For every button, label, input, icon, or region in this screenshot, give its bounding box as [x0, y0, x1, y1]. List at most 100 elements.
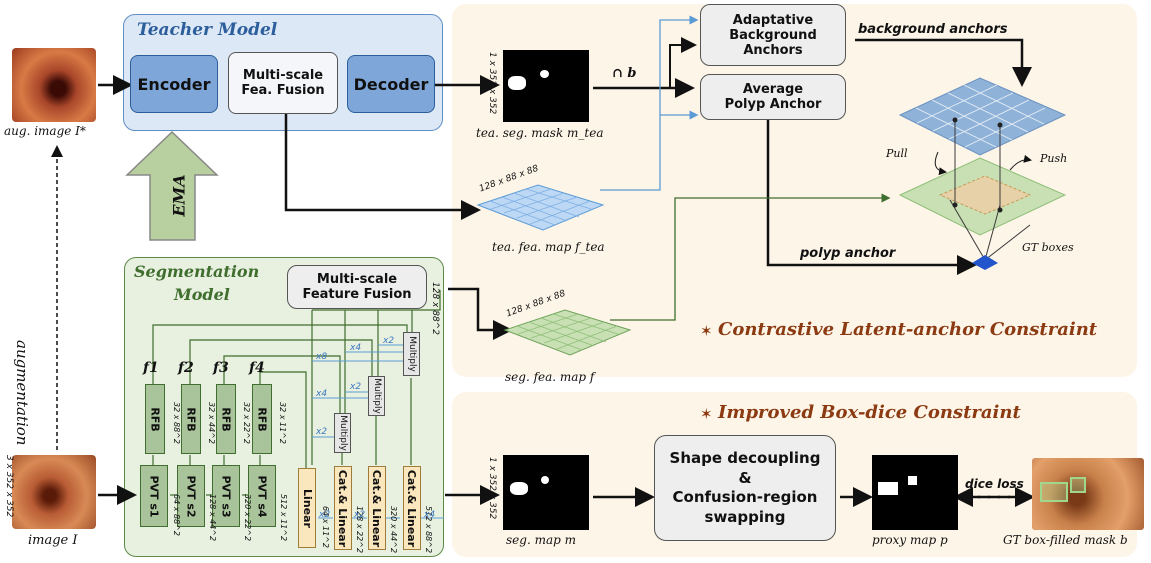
scale-label-5: x2 [350, 382, 362, 392]
rfb-dims-2: 32 x 44^2 [207, 402, 216, 444]
linear-label: Linear [300, 488, 314, 528]
boxdice-star-icon: ✶ [700, 405, 713, 423]
shape-line2: & [738, 468, 752, 487]
background-anchors-block: Adaptative Background Anchors [700, 4, 846, 66]
rfb-block-1: RFB [145, 384, 165, 454]
cat-linear-block-1: Cat.& Linear [334, 466, 352, 550]
boxdice-title: Improved Box-dice Constraint [718, 402, 1021, 423]
cat-linear-label-2: Cat.& Linear [370, 469, 384, 547]
teacher-feat-caption: tea. fea. map f_tea [492, 240, 605, 254]
proxy-box-small [908, 476, 917, 485]
multiply-block-1: Multiply [334, 413, 351, 453]
input-image [12, 455, 96, 529]
contrastive-title: Contrastive Latent-anchor Constraint [718, 319, 1098, 340]
rfb-block-2: RFB [181, 384, 201, 454]
pvt-dims-4: 512 x 11^2 [279, 494, 288, 542]
input-image-caption: image I [28, 533, 78, 548]
seg-map-dims: 1 x 352 x 352 [487, 457, 497, 520]
teacher-model-title: Teacher Model [137, 20, 278, 40]
multiply-label-3: Multiply [406, 336, 417, 372]
rfb-block-3: RFB [216, 384, 236, 454]
avg-polyp-anchor-block: Average Polyp Anchor [700, 74, 846, 120]
seg-map-blob-small [541, 476, 549, 484]
pvt-block-4: PVT s4 [248, 465, 276, 527]
multiply-block-2: Multiply [368, 376, 385, 416]
f4-label: f4 [249, 360, 265, 376]
pvt-block-1: PVT s1 [140, 465, 168, 527]
seg-feat-caption: seg. fea. map f [505, 370, 595, 384]
teacher-fusion-line2: Fea. Fusion [241, 83, 325, 98]
shape-line3: Confusion-region [672, 488, 818, 506]
proxy-map-caption: proxy map p [872, 533, 948, 547]
cat-linear-block-2: Cat.& Linear [368, 466, 386, 550]
f3-label: f3 [213, 360, 229, 376]
scale-label-9: x4 [424, 510, 436, 520]
shape-line4: swapping [704, 507, 786, 526]
f2-label: f2 [178, 360, 194, 376]
segmentation-model-title-1: Segmentation [134, 262, 260, 281]
pvt-dims-1: 64 x 88^2 [172, 494, 181, 536]
polyp-anchor-label: polyp anchor [800, 246, 896, 261]
multiply-label-2: Multiply [371, 378, 382, 414]
linear-block: Linear [298, 468, 316, 548]
seg-fusion-line2: Feature Fusion [302, 287, 412, 302]
teacher-mask-dims: 1 x 352 x 352 [487, 52, 497, 115]
latent-anchor-visual [898, 77, 1067, 270]
aug-image [12, 48, 96, 122]
augmentation-label: augmentation [13, 340, 31, 446]
pvt-label-4: PVT s4 [255, 474, 269, 518]
gt-box-1 [1040, 482, 1068, 502]
pvt-dims-2: 128 x 44^2 [208, 494, 217, 542]
contrastive-star-icon: ✶ [700, 322, 713, 340]
pvt-block-3: PVT s3 [212, 465, 240, 527]
ema-arrow [125, 130, 219, 241]
pvt-dims-3: 320 x 22^2 [243, 494, 252, 542]
bg-anchor-line3: Anchors [743, 42, 803, 58]
seg-feature-grid [503, 309, 632, 356]
scale-label-1: x8 [316, 352, 328, 362]
proxy-box-large [878, 482, 898, 495]
cap-symbol: ∩ b [612, 66, 637, 81]
seg-fusion-block: Multi-scale Feature Fusion [287, 265, 427, 309]
push-label: Push [1040, 152, 1068, 165]
pvt-label-1: PVT s1 [147, 474, 161, 518]
scale-label-7: x2 [319, 510, 331, 520]
cat-linear-label-1: Cat.& Linear [336, 469, 350, 547]
background-anchors-label: background anchors [858, 22, 1008, 37]
ema-label: EMA [169, 174, 189, 217]
teacher-fusion-block: Multi-scale Fea. Fusion [228, 52, 338, 114]
rfb-dims-4: 32 x 11^2 [278, 402, 287, 444]
teacher-mask-caption: tea. seg. mask m_tea [476, 126, 604, 140]
shape-line1: Shape decoupling [669, 449, 821, 467]
aug-image-caption: aug. image I* [4, 124, 86, 138]
mask-blob-small [540, 70, 549, 78]
pvt-label-2: PVT s2 [184, 474, 198, 518]
rfb-label-1: RFB [148, 406, 162, 432]
cat-linear-label-3: Cat.& Linear [405, 469, 419, 547]
rfb-label-3: RFB [219, 406, 233, 432]
seg-fusion-dims: 128 x 88^2 [430, 282, 440, 335]
multiply-label-1: Multiply [337, 415, 348, 451]
encoder-block: Encoder [130, 55, 218, 113]
gt-box-caption: GT box-filled mask b [1003, 533, 1128, 547]
shape-decoupling-block: Shape decoupling & Confusion-region swap… [654, 435, 836, 541]
bg-anchor-line1: Adaptative [732, 12, 814, 28]
segmentation-model-title-2: Model [174, 285, 230, 304]
seg-map-caption: seg. map m [506, 533, 576, 547]
pull-label: Pull [886, 147, 908, 160]
cat-linear-block-3: Cat.& Linear [403, 466, 421, 550]
scale-label-3: x2 [316, 427, 328, 437]
scale-label-4: x4 [350, 343, 362, 353]
gt-box-2 [1070, 477, 1086, 493]
multiply-block-3: Multiply [403, 332, 420, 376]
scale-label-8: x2 [354, 510, 366, 520]
f1-label: f1 [143, 360, 159, 376]
rfb-dims-1: 32 x 88^2 [172, 402, 181, 444]
avg-anchor-line2: Polyp Anchor [724, 97, 822, 112]
dice-loss-label: dice loss [965, 477, 1024, 491]
rfb-dims-3: 32 x 22^2 [242, 402, 251, 444]
pvt-label-3: PVT s3 [219, 474, 233, 518]
mask-blob-large [508, 76, 526, 90]
rfb-block-4: RFB [252, 384, 272, 454]
